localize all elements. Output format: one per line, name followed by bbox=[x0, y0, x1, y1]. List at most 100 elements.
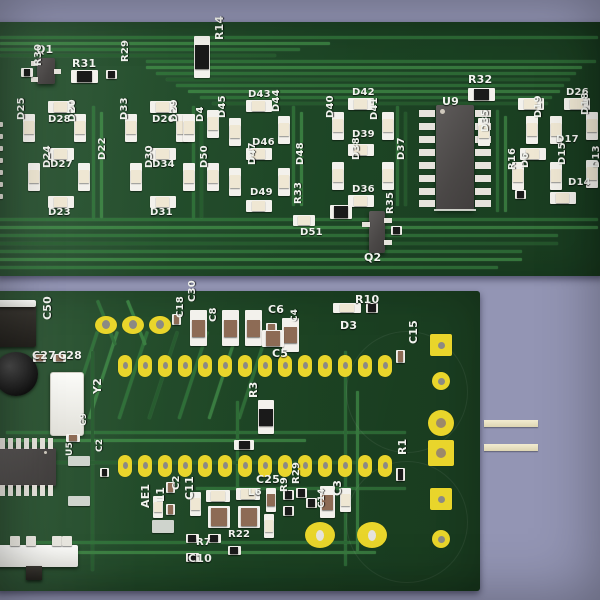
header-pad[interactable] bbox=[158, 455, 172, 477]
diode-body bbox=[526, 149, 539, 159]
pin bbox=[40, 438, 45, 449]
silkscreen-label-r31: R31 bbox=[72, 57, 97, 70]
diode-body bbox=[513, 169, 523, 182]
trace bbox=[166, 78, 570, 81]
header-pad[interactable] bbox=[298, 355, 312, 377]
pin bbox=[54, 69, 61, 74]
header-pad[interactable] bbox=[278, 355, 292, 377]
pad-hole bbox=[163, 362, 168, 369]
header-pad[interactable] bbox=[138, 455, 152, 477]
header-pad[interactable] bbox=[338, 455, 352, 477]
pad-hole bbox=[343, 362, 348, 369]
resistor-body bbox=[77, 71, 92, 82]
pad-hole bbox=[243, 362, 248, 369]
trace bbox=[0, 54, 276, 57]
header-pad[interactable] bbox=[198, 455, 212, 477]
cap-body bbox=[267, 494, 275, 506]
header-pad[interactable] bbox=[358, 455, 372, 477]
header-pad[interactable] bbox=[218, 355, 232, 377]
pin bbox=[31, 61, 38, 66]
connector-pad bbox=[26, 536, 36, 546]
cap-body bbox=[56, 355, 63, 361]
trace bbox=[26, 551, 376, 554]
header-pad[interactable] bbox=[218, 455, 232, 477]
header-pad[interactable] bbox=[118, 355, 132, 377]
header-pad[interactable] bbox=[358, 355, 372, 377]
silkscreen-label-c50: C50 bbox=[41, 296, 54, 320]
edge-pad bbox=[0, 146, 3, 151]
trace bbox=[404, 112, 407, 206]
edge-pad-large[interactable] bbox=[428, 410, 454, 436]
pin bbox=[475, 149, 491, 156]
pad-hole bbox=[123, 362, 128, 369]
header-pad[interactable] bbox=[238, 455, 252, 477]
trace bbox=[156, 72, 576, 75]
header-pad[interactable] bbox=[118, 455, 132, 477]
resistor-body bbox=[474, 89, 489, 100]
silkscreen-label-q1: Q1 bbox=[36, 43, 54, 56]
silkscreen-label-r33: R33 bbox=[293, 181, 304, 204]
edge-pad-large[interactable] bbox=[428, 440, 454, 466]
header-pad[interactable] bbox=[378, 455, 392, 477]
usb-connector[interactable] bbox=[0, 305, 36, 347]
header-pad[interactable] bbox=[158, 355, 172, 377]
silkscreen-label-d26: D26 bbox=[566, 87, 589, 98]
diode-body bbox=[24, 121, 34, 134]
diode-body bbox=[587, 167, 597, 180]
silkscreen-label-d48: D48 bbox=[295, 142, 306, 165]
silkscreen-label-d31: D31 bbox=[150, 207, 173, 218]
header-pad[interactable] bbox=[178, 355, 192, 377]
antenna-ae1 bbox=[152, 520, 174, 533]
ic-body bbox=[241, 508, 257, 526]
header-pad[interactable] bbox=[138, 355, 152, 377]
silkscreen-label-d13: D13 bbox=[591, 145, 600, 168]
header-pad[interactable] bbox=[198, 355, 212, 377]
header-pad[interactable] bbox=[318, 355, 332, 377]
protruding-lead bbox=[484, 420, 538, 427]
pad-hole bbox=[263, 362, 268, 369]
pin bbox=[475, 188, 491, 195]
silkscreen-label-d18: D18 bbox=[580, 92, 591, 115]
edge-connector[interactable] bbox=[0, 545, 78, 567]
header-pad[interactable] bbox=[258, 455, 272, 477]
edge-pad[interactable] bbox=[430, 488, 452, 510]
pin bbox=[32, 438, 37, 449]
header-pad[interactable] bbox=[178, 455, 192, 477]
resistor-body bbox=[285, 491, 292, 499]
large-round-pad[interactable] bbox=[305, 522, 335, 548]
silkscreen-label-r32: R32 bbox=[468, 73, 493, 86]
pad-hole bbox=[438, 342, 445, 349]
round-pad[interactable] bbox=[149, 316, 171, 334]
silkscreen-label-d6: D6 bbox=[520, 152, 531, 168]
round-pad[interactable] bbox=[122, 316, 144, 334]
pad-hole bbox=[183, 462, 188, 469]
trace bbox=[192, 106, 195, 218]
round-pad[interactable] bbox=[95, 316, 117, 334]
header-pad[interactable] bbox=[278, 455, 292, 477]
header-pad[interactable] bbox=[378, 355, 392, 377]
header-pad[interactable] bbox=[298, 455, 312, 477]
connector-pad bbox=[62, 536, 72, 546]
resistor-body bbox=[188, 535, 196, 542]
trace bbox=[0, 258, 522, 261]
header-pad[interactable] bbox=[318, 455, 332, 477]
header-pad[interactable] bbox=[338, 355, 352, 377]
diode-body bbox=[383, 169, 393, 182]
trace bbox=[6, 431, 406, 434]
silkscreen-label-d47: D47 bbox=[247, 142, 258, 165]
diode-body bbox=[556, 193, 569, 203]
trace bbox=[0, 36, 598, 39]
cap-body bbox=[69, 435, 77, 441]
header-pad[interactable] bbox=[238, 355, 252, 377]
pad-hole bbox=[283, 462, 288, 469]
edge-pad[interactable] bbox=[432, 372, 450, 390]
header-pad[interactable] bbox=[258, 355, 272, 377]
diode-body bbox=[75, 121, 85, 134]
silkscreen-label-c27: C27 bbox=[32, 349, 56, 362]
diode-body bbox=[354, 196, 367, 206]
large-round-pad[interactable] bbox=[357, 522, 387, 548]
edge-pad[interactable] bbox=[432, 530, 450, 548]
edge-pad bbox=[0, 134, 3, 139]
edge-pad[interactable] bbox=[430, 334, 452, 356]
resistor-body bbox=[517, 191, 524, 198]
